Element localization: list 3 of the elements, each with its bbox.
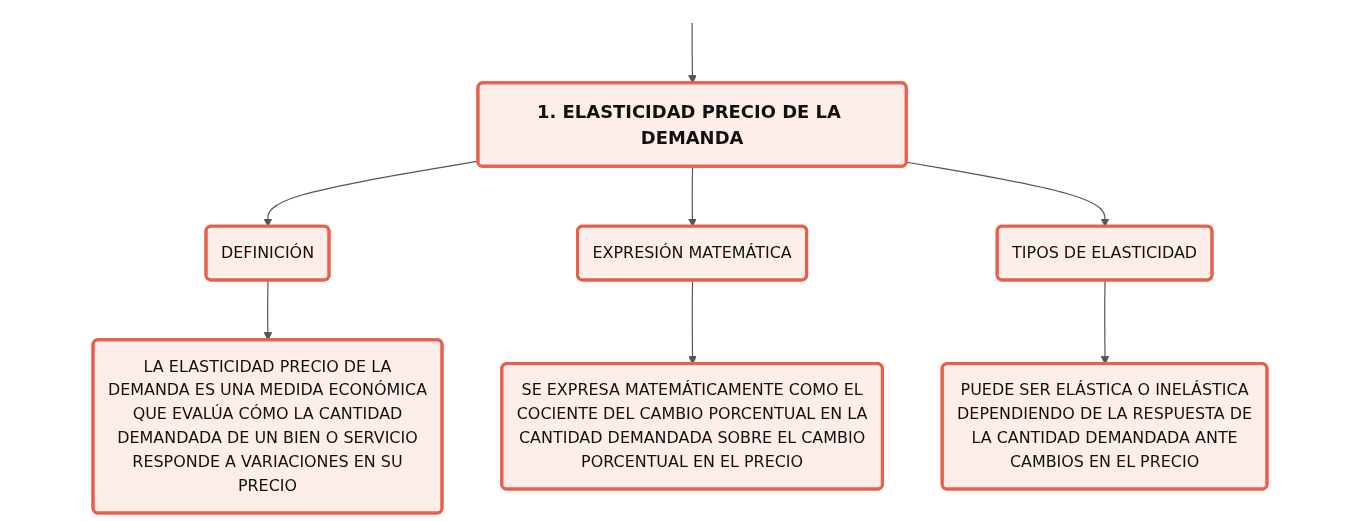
arrow (687, 166, 697, 227)
arrow (263, 160, 479, 227)
arrow (905, 161, 1109, 227)
